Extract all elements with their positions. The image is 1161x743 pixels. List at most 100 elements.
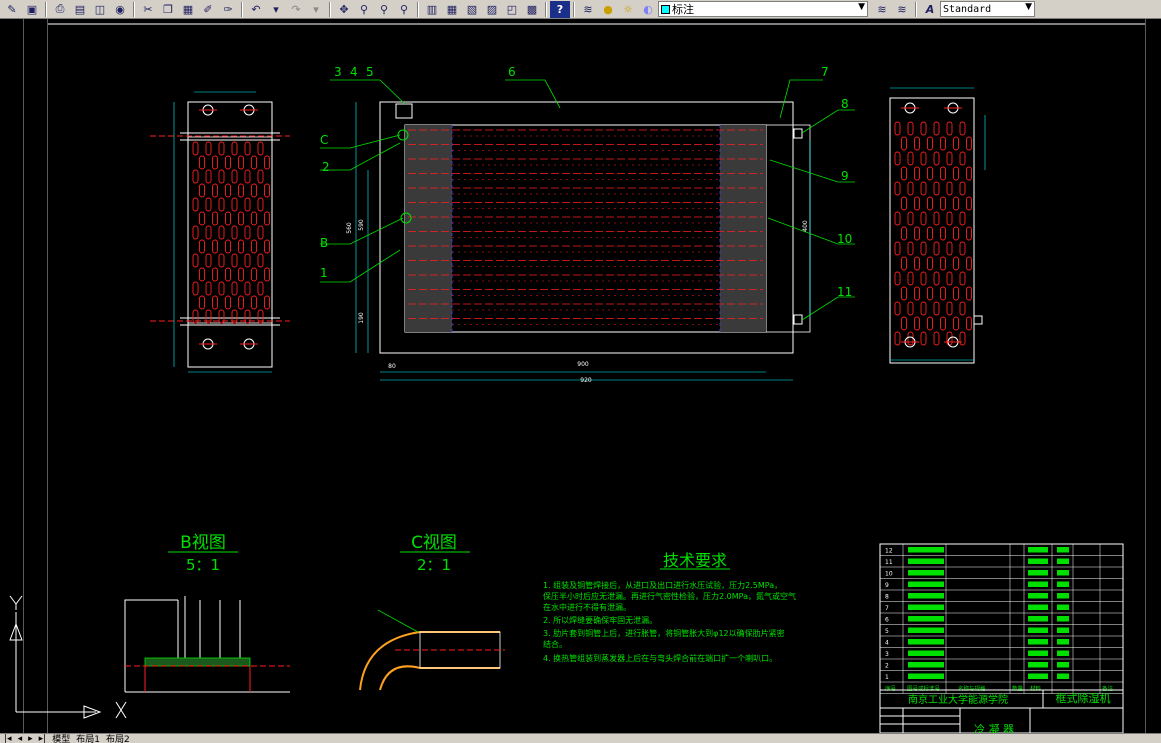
bom-row-number: 2: [885, 663, 889, 670]
svg-text:10: 10: [837, 232, 852, 246]
match-properties-icon[interactable]: ✐: [203, 2, 213, 16]
toolbar-separator: [133, 1, 135, 17]
tab-model[interactable]: 模型: [52, 735, 71, 743]
toolbar-separator: [241, 1, 243, 17]
school-name: 南京工业大学能源学院: [908, 693, 1008, 706]
layer-on-icon[interactable]: ●: [603, 2, 613, 16]
toolbar-separator: [545, 1, 547, 17]
tab-layout2[interactable]: 布局2: [105, 735, 130, 743]
print-preview-icon[interactable]: ▤: [74, 2, 86, 16]
layer-previous-icon[interactable]: ≋: [897, 2, 907, 16]
layer-dropdown[interactable]: 标注 ▼: [658, 1, 868, 17]
print-icon[interactable]: ⎙: [55, 2, 65, 15]
new-file-icon[interactable]: ✎: [7, 2, 17, 16]
tab-last-icon[interactable]: ▸|: [38, 733, 47, 743]
block-editor-icon[interactable]: ✑: [223, 2, 233, 16]
bom-weight-cell: [1057, 627, 1069, 633]
part-name: 冷 凝 器: [974, 722, 1014, 733]
svg-text:B: B: [320, 236, 328, 250]
tech-title: 技术要求: [663, 551, 727, 570]
svg-text:4: 4: [350, 65, 358, 79]
paste-icon[interactable]: ▦: [182, 2, 194, 16]
left-side-view: [150, 91, 290, 373]
bom-weight-cell: [1057, 581, 1069, 587]
svg-text:C: C: [320, 133, 328, 147]
bom-weight-cell: [1057, 639, 1069, 645]
undo-dropdown-icon[interactable]: ▾: [273, 2, 279, 16]
bom-row-number: 6: [885, 617, 889, 624]
bom-material-cell: [1028, 558, 1048, 564]
tech-line-3: 在水中进行不得有泄漏。: [543, 602, 631, 612]
zoom-realtime-icon[interactable]: ⚲: [359, 2, 369, 16]
bom-code-cell: [908, 673, 944, 679]
bom-material-cell: [1028, 604, 1048, 610]
tech-line-5: 3. 肋片套到铜管上后，进行胀管，将铜管胀大到φ12以确保肋片紧密: [543, 628, 785, 638]
properties-icon[interactable]: ▥: [426, 2, 438, 16]
tech-line-4: 2. 所以焊缝要确保牢固无泄漏。: [543, 615, 657, 625]
chevron-down-icon[interactable]: ▼: [858, 2, 865, 12]
tech-line-1: 1. 组装及铜管焊接后，从进口及出口进行水压试验，压力2.5MPa，: [543, 580, 782, 590]
design-center-icon[interactable]: ▦: [446, 2, 458, 16]
left-scroll-rail: [0, 19, 24, 733]
bom-header: 序号: [885, 685, 897, 693]
bom-code-cell: [908, 604, 944, 610]
svg-text:1: 1: [320, 266, 328, 280]
toolbar-separator: [573, 1, 575, 17]
cut-icon[interactable]: ✂: [143, 2, 153, 16]
layer-freeze-icon[interactable]: ☼: [623, 2, 633, 16]
layer-lock-icon[interactable]: ◐: [643, 2, 653, 16]
redo-icon[interactable]: ↷: [291, 2, 301, 16]
bom-material-cell: [1028, 593, 1048, 599]
bom-weight-cell: [1057, 662, 1069, 668]
undo-icon[interactable]: ↶: [251, 2, 261, 16]
bom-header: 备注: [1102, 685, 1114, 693]
toolbar-separator: [45, 1, 47, 17]
help-icon[interactable]: ?: [550, 0, 570, 18]
save-icon[interactable]: ▣: [26, 2, 38, 16]
web-icon[interactable]: ◉: [115, 2, 125, 16]
ucs-icon: [9, 595, 127, 719]
tech-line-6: 结合。: [543, 639, 567, 649]
right-scroll-rail[interactable]: [1145, 19, 1161, 733]
chevron-down-icon[interactable]: ▼: [1025, 2, 1032, 12]
tab-first-icon[interactable]: |◂: [4, 733, 12, 743]
zoom-window-icon[interactable]: ⚲: [379, 2, 389, 16]
svg-text:6: 6: [508, 65, 516, 79]
layout-tabs: |◂ ◂ ▸ ▸| 模型 布局1 布局2: [0, 733, 1161, 743]
text-style-icon[interactable]: A: [925, 2, 935, 16]
dim-590: 590: [358, 219, 365, 231]
dim-80: 80: [388, 363, 396, 370]
sheet-set-icon[interactable]: ▨: [486, 2, 498, 16]
make-layer-current-icon[interactable]: ≋: [877, 2, 887, 16]
bom-code-cell: [908, 650, 944, 656]
copy-icon[interactable]: ❐: [163, 2, 173, 16]
svg-text:11: 11: [837, 285, 852, 299]
tab-prev-icon[interactable]: ◂: [17, 733, 23, 743]
bom-weight-cell: [1057, 558, 1069, 564]
toolbar-separator: [915, 1, 917, 17]
svg-text:3: 3: [334, 65, 342, 79]
standard-toolbar: ✎ ▣ ⎙ ▤ ◫ ◉ ✂ ❐ ▦ ✐ ✑ ↶ ▾ ↷ ▾ ✥ ⚲ ⚲ ⚲ ▥ …: [0, 0, 1161, 19]
bom-weight-cell: [1057, 593, 1069, 599]
bom-code-cell: [908, 547, 944, 553]
calculator-icon[interactable]: ▩: [526, 2, 538, 16]
bom-row-number: 5: [885, 628, 889, 635]
view-b-scale: 5：1: [186, 556, 220, 574]
tab-next-icon[interactable]: ▸: [28, 733, 33, 743]
bom-row-number: 12: [885, 548, 893, 555]
pan-icon[interactable]: ✥: [339, 2, 349, 16]
tab-layout1[interactable]: 布局1: [76, 735, 100, 743]
svg-text:2: 2: [322, 160, 330, 174]
redo-dropdown-icon[interactable]: ▾: [313, 2, 319, 16]
layer-manager-icon[interactable]: ≋: [583, 2, 593, 16]
bom-weight-cell: [1057, 547, 1069, 553]
markup-icon[interactable]: ◰: [506, 2, 518, 16]
publish-icon[interactable]: ◫: [94, 2, 106, 16]
text-style-name: Standard: [943, 3, 992, 15]
part-number-labels: 3 4 5 6 7 8 C 2 9 B 10 1 11: [320, 65, 852, 299]
drawing-canvas[interactable]: 900 920 80 560 590 190 400 3 4 5 6 7 8 C…: [0, 19, 1161, 733]
zoom-previous-icon[interactable]: ⚲: [399, 2, 409, 16]
tool-palettes-icon[interactable]: ▧: [466, 2, 478, 16]
toolbar-separator: [417, 1, 419, 17]
text-style-dropdown[interactable]: Standard ▼: [940, 1, 1035, 17]
